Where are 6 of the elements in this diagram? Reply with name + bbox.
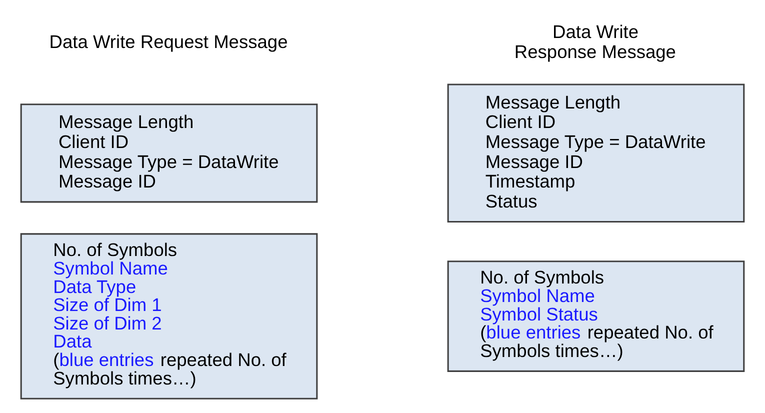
node-box: Message Length Client ID Message Type = DataWrite Message ID: [20, 104, 318, 203]
node-box: No. of Symbols Symbol Name Data Type Size of Dim 1 Size of Dim 2 Data (blue entries repeated No. of Symbols times…): [20, 233, 318, 400]
label: Data Write Response Message: [514, 21, 676, 62]
label: Data Write Request Message: [49, 31, 288, 52]
node-box: No. of Symbols Symbol Name Symbol Status (blue entries repeated No. of Symbols times…): [447, 260, 745, 372]
node-box: Message Length Client ID Message Type = DataWrite Message ID Timestamp Status: [447, 84, 745, 223]
